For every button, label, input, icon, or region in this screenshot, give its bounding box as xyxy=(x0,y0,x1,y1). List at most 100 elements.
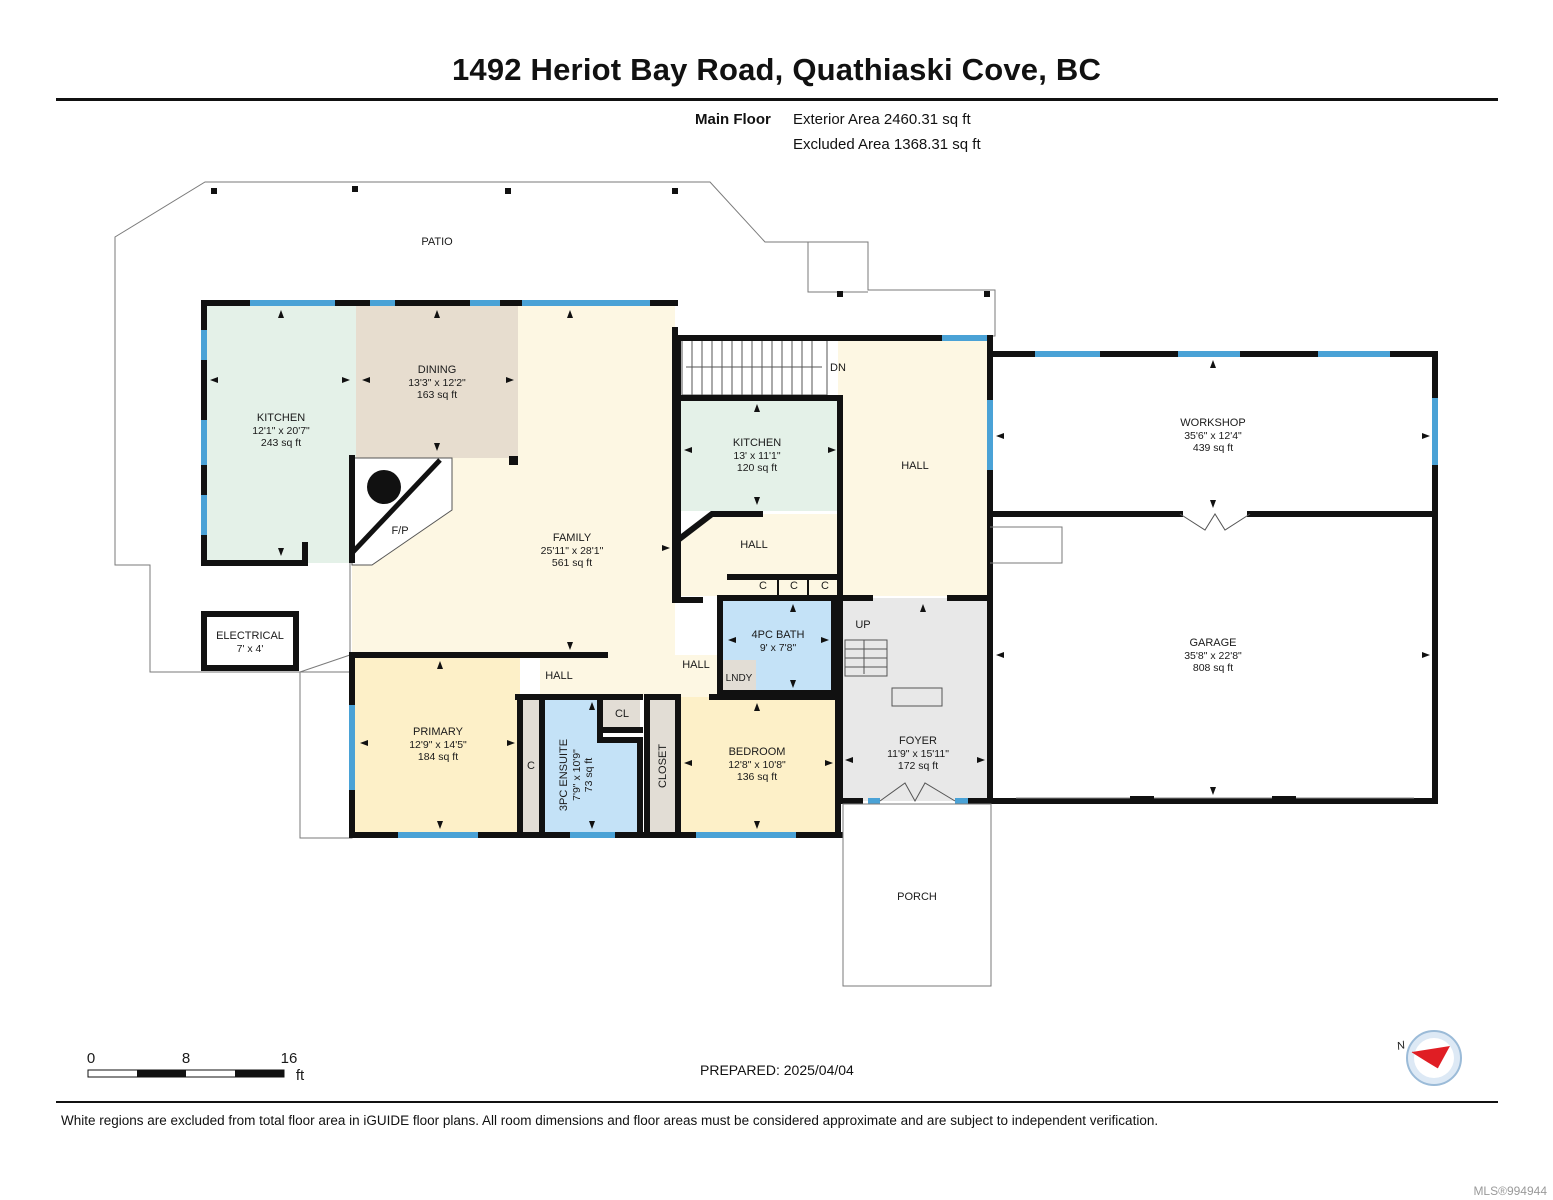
hall-mid-label: HALL xyxy=(740,539,768,551)
bedroom-fill xyxy=(677,697,837,833)
svg-text:WORKSHOP: WORKSHOP xyxy=(1180,417,1245,429)
svg-text:FAMILY: FAMILY xyxy=(553,532,592,544)
garage-door-post xyxy=(1272,796,1296,804)
svg-text:9' x 7'8": 9' x 7'8" xyxy=(760,642,797,654)
scale-bar: 0 8 16 ft xyxy=(87,1050,305,1084)
foyer-label: FOYER 11'9" x 15'11" 172 sq ft xyxy=(887,735,949,772)
svg-text:13'3" x 12'2": 13'3" x 12'2" xyxy=(408,377,466,389)
scale-label-16: 16 xyxy=(281,1050,298,1067)
footer-rule xyxy=(56,1101,1498,1103)
excluded-area: Excluded Area 1368.31 sq ft xyxy=(793,136,981,153)
stairs-up xyxy=(844,639,943,707)
svg-text:808 sq ft: 808 sq ft xyxy=(1193,662,1233,674)
laundry-label: LNDY xyxy=(726,673,753,684)
garage-door-post xyxy=(1130,796,1154,804)
fireplace-wall xyxy=(350,458,442,555)
svg-text:11'9" x 15'11": 11'9" x 15'11" xyxy=(887,748,949,760)
svg-text:N: N xyxy=(1396,1039,1407,1053)
bath4-label: 4PC BATH 9' x 7'8" xyxy=(752,629,805,654)
patio-post xyxy=(837,291,843,297)
header-rule xyxy=(56,98,1498,101)
scale-unit: ft xyxy=(296,1067,305,1084)
exterior-box xyxy=(990,526,1063,564)
primary-closet-label: C xyxy=(527,760,535,772)
hall-lower-fill xyxy=(540,655,720,697)
svg-text:GARAGE: GARAGE xyxy=(1189,637,1236,649)
foyer-fill xyxy=(840,598,990,801)
laundry-fill xyxy=(722,660,756,693)
stairs-down xyxy=(681,339,828,396)
hall-lower-right-label: HALL xyxy=(682,659,710,671)
patio-post xyxy=(505,188,511,194)
stairs-down-label: DN xyxy=(830,362,846,374)
svg-text:4PC BATH: 4PC BATH xyxy=(752,629,805,641)
patio-post xyxy=(211,188,217,194)
dimension-arrows xyxy=(210,310,1430,829)
cl-fill xyxy=(600,697,640,730)
svg-text:184 sq ft: 184 sq ft xyxy=(418,751,458,763)
svg-text:12'9" x 14'5": 12'9" x 14'5" xyxy=(409,739,467,751)
svg-text:25'11" x 28'1": 25'11" x 28'1" xyxy=(541,545,604,557)
closet-c-label: C xyxy=(790,580,798,592)
svg-text:172 sq ft: 172 sq ft xyxy=(898,760,938,772)
svg-text:561 sq ft: 561 sq ft xyxy=(552,557,592,569)
svg-text:3PC ENSUITE: 3PC ENSUITE xyxy=(558,739,570,811)
prepared-date: PREPARED: 2025/04/04 xyxy=(700,1062,854,1078)
svg-text:12'8" x 10'8": 12'8" x 10'8" xyxy=(728,759,786,771)
family-label: FAMILY 25'11" x 28'1" 561 sq ft xyxy=(541,532,604,569)
kitchen-main-fill xyxy=(204,303,356,563)
svg-text:73 sq ft: 73 sq ft xyxy=(583,758,595,793)
workshop-door-icon xyxy=(1179,513,1251,531)
page-title: 1492 Heriot Bay Road, Quathiaski Cove, B… xyxy=(451,52,1102,87)
primary-fill xyxy=(355,655,520,833)
closet-fill xyxy=(649,697,677,833)
compass-icon: N xyxy=(1396,1030,1462,1086)
patio-post xyxy=(984,291,990,297)
svg-text:136 sq ft: 136 sq ft xyxy=(737,771,777,783)
svg-text:PRIMARY: PRIMARY xyxy=(413,726,464,738)
patio-label: PATIO xyxy=(421,236,453,248)
cl-label: CL xyxy=(615,708,629,720)
svg-text:7' x 4': 7' x 4' xyxy=(237,643,264,655)
porch-outline xyxy=(842,803,992,987)
svg-text:35'8" x 22'8": 35'8" x 22'8" xyxy=(1184,650,1242,662)
windows xyxy=(201,300,1438,838)
svg-text:439 sq ft: 439 sq ft xyxy=(1193,442,1233,454)
ensuite-label: 3PC ENSUITE 7'9" x 10'9" 73 sq ft xyxy=(558,739,595,811)
svg-text:243 sq ft: 243 sq ft xyxy=(261,437,301,449)
dining-label: DINING 13'3" x 12'2" 163 sq ft xyxy=(408,364,466,401)
svg-text:163 sq ft: 163 sq ft xyxy=(417,389,457,401)
svg-text:ELECTRICAL: ELECTRICAL xyxy=(216,630,284,642)
svg-text:12'1" x 20'7": 12'1" x 20'7" xyxy=(252,425,310,437)
patio-post xyxy=(352,186,358,192)
footer-disclaimer: White regions are excluded from total fl… xyxy=(61,1113,1159,1128)
closet-c-label: C xyxy=(821,580,829,592)
fireplace-label: F/P xyxy=(391,525,408,537)
svg-text:35'6" x 12'4": 35'6" x 12'4" xyxy=(1184,430,1242,442)
dining-fill xyxy=(356,303,518,458)
scale-label-0: 0 xyxy=(87,1050,95,1067)
floor-label: Main Floor xyxy=(695,111,771,128)
kitchen-small-fill xyxy=(678,398,841,511)
hall-right-label: HALL xyxy=(901,460,929,472)
closet-label: CLOSET xyxy=(657,744,669,788)
svg-text:KITCHEN: KITCHEN xyxy=(257,412,305,424)
kitchen-small-label: KITCHEN 13' x 11'1" 120 sq ft xyxy=(733,437,781,474)
patio-notch xyxy=(807,242,868,293)
hall-lower-left-label: HALL xyxy=(545,670,573,682)
patio-outline xyxy=(114,181,996,839)
svg-text:BEDROOM: BEDROOM xyxy=(729,746,786,758)
column xyxy=(509,456,518,465)
svg-text:120 sq ft: 120 sq ft xyxy=(737,462,777,474)
svg-text:13' x 11'1": 13' x 11'1" xyxy=(733,450,781,462)
entry-door-icon xyxy=(879,782,956,803)
primary-label: PRIMARY 12'9" x 14'5" 184 sq ft xyxy=(409,726,467,763)
closet-c-label: C xyxy=(759,580,767,592)
patio-post xyxy=(672,188,678,194)
workshop-label: WORKSHOP 35'6" x 12'4" 439 sq ft xyxy=(1180,417,1245,454)
electrical-label: ELECTRICAL 7' x 4' xyxy=(216,630,284,655)
kitchen-main-label: KITCHEN 12'1" x 20'7" 243 sq ft xyxy=(252,412,310,449)
svg-text:7'9" x 10'9": 7'9" x 10'9" xyxy=(571,749,583,801)
fireplace-icon xyxy=(367,470,401,504)
